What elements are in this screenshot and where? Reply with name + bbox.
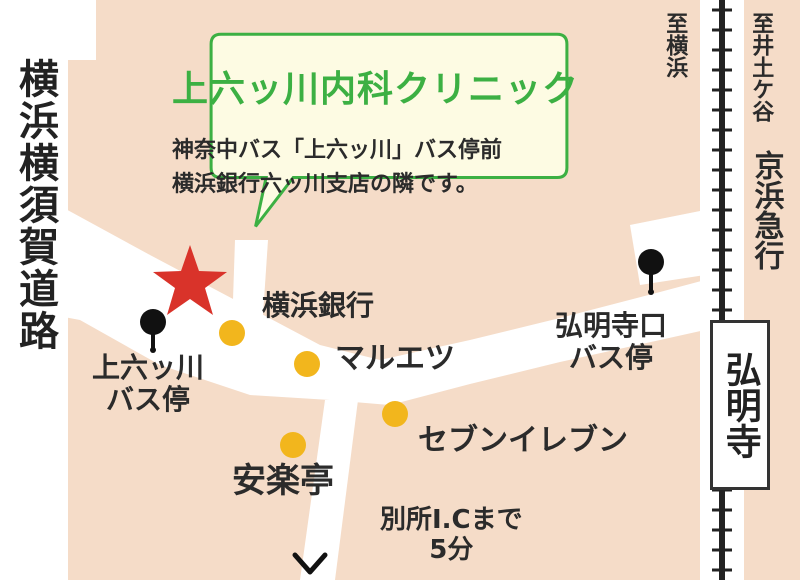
upper-right-road [630, 210, 705, 285]
left-branch-road [0, 195, 150, 285]
bessho-ic-direction-line1: 別所I.Cまで [380, 505, 523, 535]
seven-eleven-label: セブンイレブン [418, 423, 628, 458]
to-yokohama-label: 至横浜 [662, 12, 688, 78]
maruetsu-dot-icon [294, 351, 320, 377]
railway-ties [712, 8, 732, 572]
bessho-ic-direction: 別所I.Cまで 5分 [380, 505, 523, 566]
to-idogaya-label: 至井土ケ谷 [748, 12, 774, 122]
clinic-callout [209, 32, 569, 228]
keikyu-line-label: 京浜急行 [748, 150, 784, 270]
kamimutsukawa-bus-stop-name: 上六ッ川 [92, 351, 205, 384]
center-up-road [232, 240, 268, 330]
road-to-bessho [300, 400, 358, 580]
bank-label: 横浜銀行 [262, 289, 375, 322]
anrakutei-label: 安楽亭 [232, 461, 334, 501]
kamimutsukawa-bus-stop: 上六ッ川 バス停 [92, 351, 205, 417]
main-road [0, 215, 705, 405]
map-pin-icon [638, 249, 664, 295]
map-pin-icon [140, 309, 166, 353]
gumyoji-station-label: 弘明寺 [719, 351, 761, 459]
clinic-description-line1: 神奈中バス「上六ッ川」バス停前 [172, 138, 503, 163]
arrow-down-icon [292, 552, 328, 575]
bank-dot-icon [219, 320, 245, 346]
yokohama-yokosuka-road-label: 横浜横須賀道路 [12, 58, 58, 352]
star-icon [153, 245, 227, 315]
maruetsu-label: マルエツ [335, 341, 455, 376]
gumyoji-guchi-bus-stop: 弘明寺口 バス停 [555, 309, 668, 375]
clinic-description-line2: 横浜銀行六ッ川支店の隣です。 [172, 172, 478, 197]
gumyoji-guchi-bus-stop-name: 弘明寺口 [555, 309, 668, 342]
seven-eleven-dot-icon [382, 401, 408, 427]
clinic-name: 上六ッ川内科クリニック [172, 69, 580, 110]
gumyoji-station: 弘明寺 [710, 320, 770, 490]
kamimutsukawa-bus-stop-type: バス停 [106, 383, 191, 417]
gumyoji-guchi-bus-stop-type: バス停 [569, 341, 654, 375]
bessho-ic-direction-line2: 5分 [429, 534, 474, 565]
anrakutei-dot-icon [280, 432, 306, 458]
side-road-top [68, 0, 96, 60]
